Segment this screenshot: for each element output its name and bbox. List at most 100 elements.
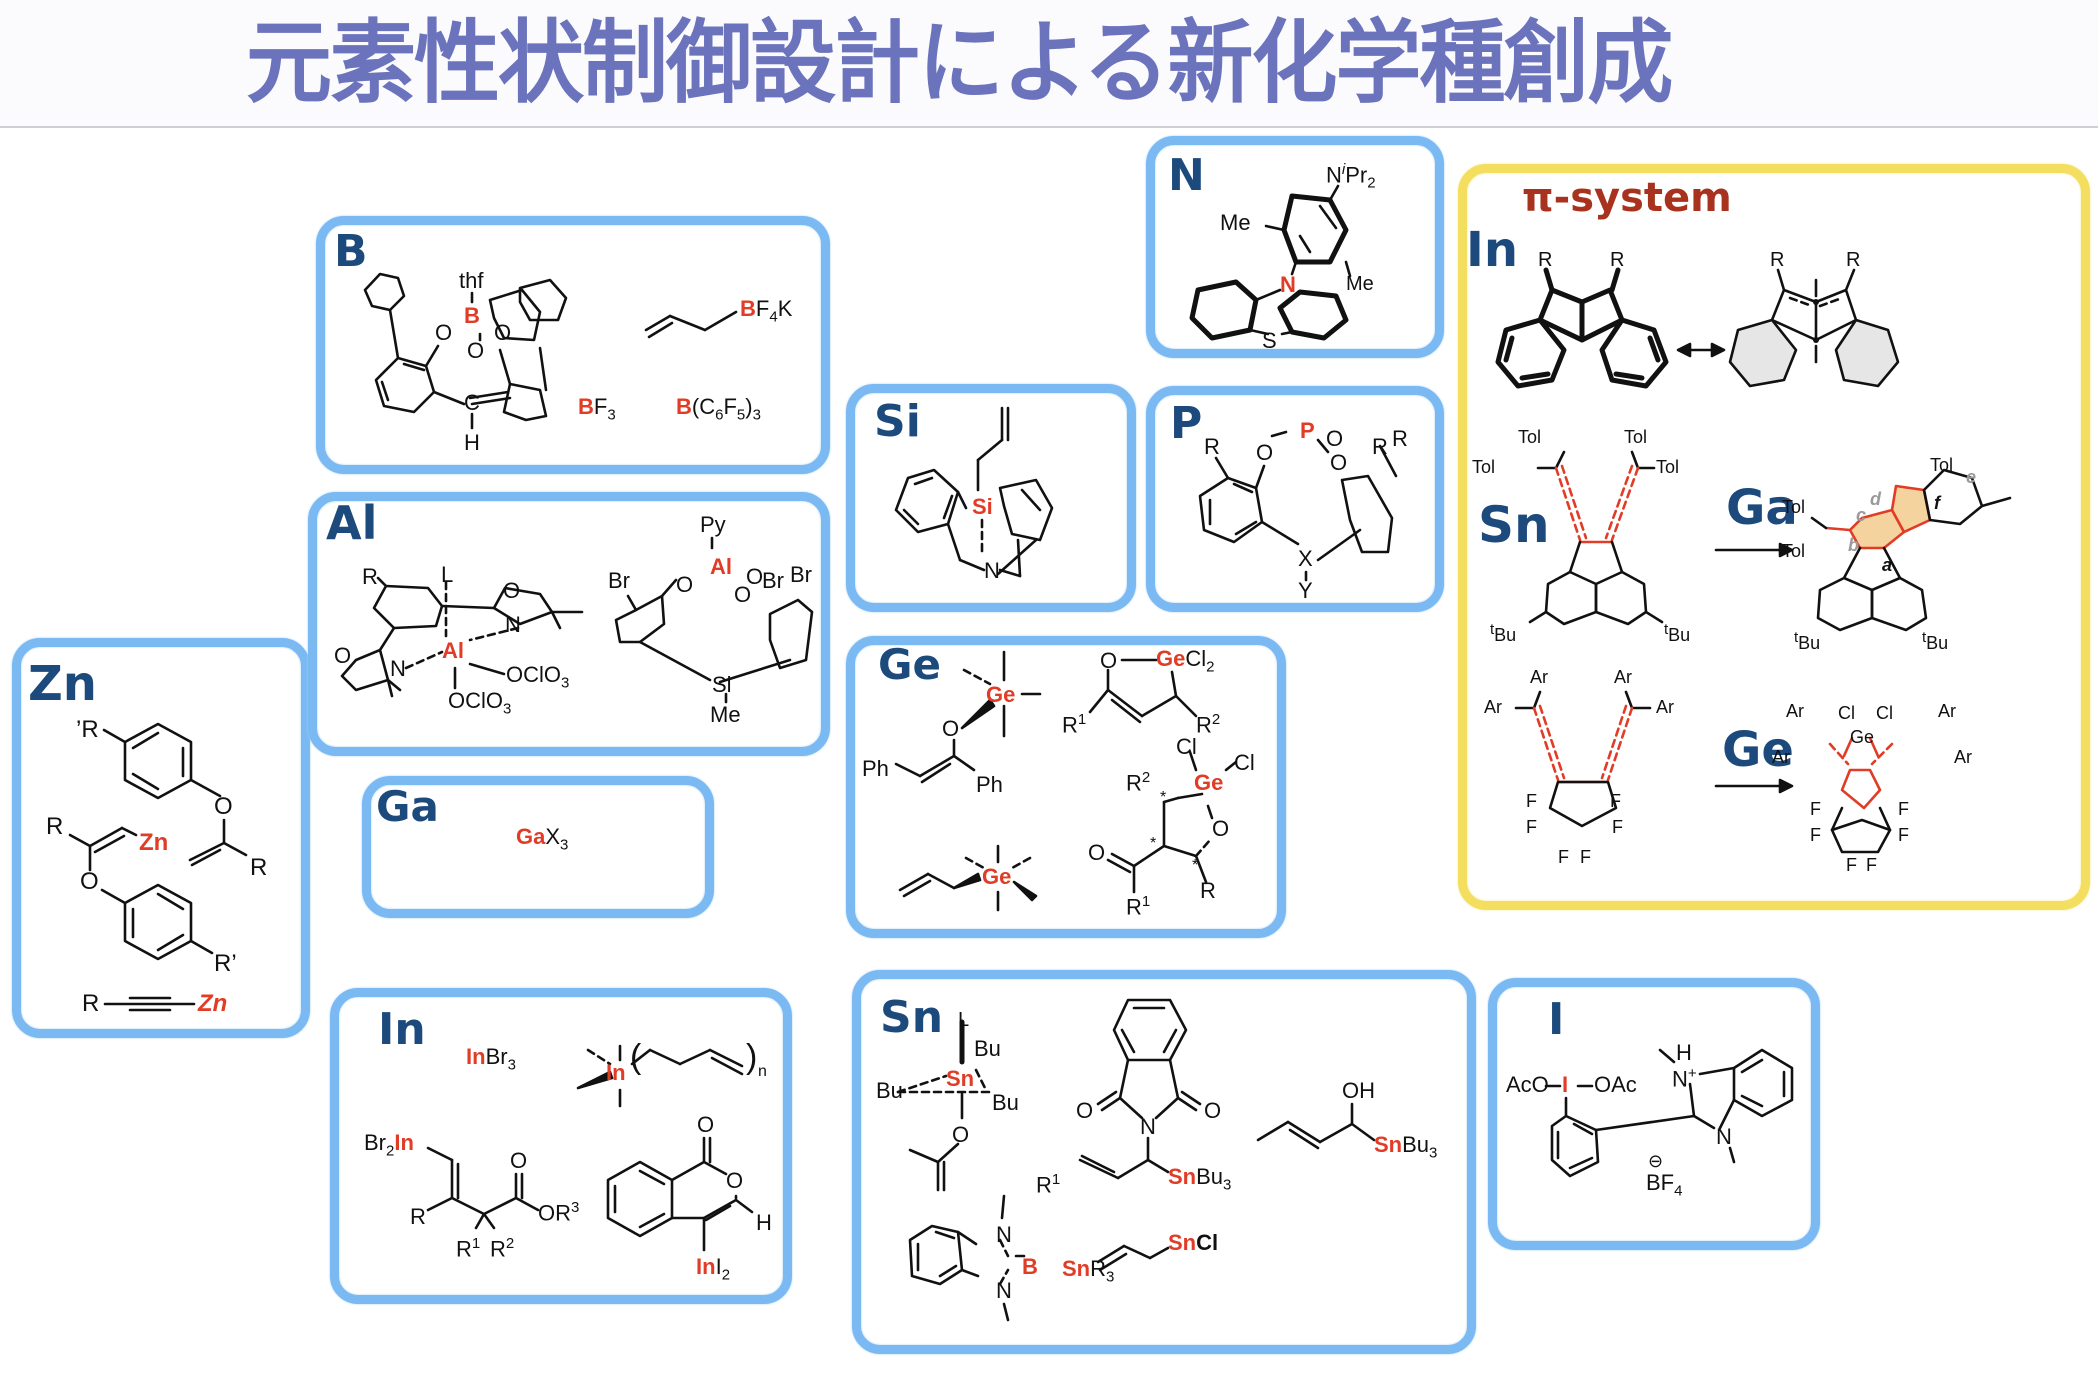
sn-snbu3-a: SnBu3 bbox=[1168, 1164, 1232, 1194]
pi-sn-tol4: Tol bbox=[1656, 457, 1680, 477]
element-label-p: P bbox=[1170, 398, 1203, 449]
in-ini2: InI2 bbox=[696, 1254, 731, 1284]
sn-l: L bbox=[958, 1009, 970, 1031]
pi-germ-ar1: Ar bbox=[1786, 701, 1804, 721]
in-or3: OR3 bbox=[538, 1199, 580, 1226]
element-label-ga: Ga bbox=[376, 782, 439, 831]
pi-germ-ar2: Ar bbox=[1772, 747, 1790, 767]
slide-header: 元素性状制御設計による新化学種創成 bbox=[0, 0, 2098, 128]
dibenzopentalene bbox=[1495, 267, 1669, 389]
p-center-atom: P bbox=[1300, 418, 1315, 443]
zn-r-left: R bbox=[46, 813, 64, 840]
b-o3: O bbox=[467, 338, 485, 363]
pi-germ-cl1: Cl bbox=[1838, 703, 1855, 723]
i-n2: N bbox=[1716, 1124, 1732, 1149]
ge-ph1: Ph bbox=[862, 756, 889, 781]
in-h: H bbox=[756, 1210, 772, 1235]
pi-in-r4: R bbox=[1846, 249, 1861, 271]
b-h: H bbox=[464, 430, 480, 455]
p-x: X bbox=[1298, 546, 1313, 571]
zn-rprime-top: ’R bbox=[76, 716, 99, 743]
ge-o3: O bbox=[1212, 816, 1230, 841]
zn-alkyne-r: R bbox=[82, 990, 100, 1017]
pi-germ-f2: F bbox=[1810, 825, 1821, 845]
pi-ga-tol5: Tol bbox=[1930, 455, 1954, 475]
pi-germ-ar3: Ar bbox=[1938, 701, 1956, 721]
b-bf3: BF3 bbox=[578, 394, 616, 424]
p-r3: R bbox=[1392, 426, 1408, 451]
i-h: H bbox=[1676, 1040, 1692, 1065]
element-label-si: Si bbox=[874, 396, 921, 447]
al2-br2: Br bbox=[762, 568, 784, 593]
sn-n2: N bbox=[996, 1278, 1012, 1303]
pi-ga-tbu4: tBu bbox=[1922, 629, 1949, 653]
al2-o-c: O bbox=[734, 582, 752, 607]
element-label-al: Al bbox=[326, 496, 378, 550]
n-me2: Me bbox=[1346, 273, 1374, 295]
zn-r-right: R bbox=[250, 854, 268, 881]
pi-ge-f3: F bbox=[1610, 791, 1621, 811]
p-o2: O bbox=[1326, 426, 1344, 451]
ge-ge3-atom: Ge bbox=[1194, 770, 1224, 795]
ge-r1a: R1 bbox=[1062, 711, 1087, 738]
pi-ge-f6: F bbox=[1580, 847, 1591, 867]
zn-o-top: O bbox=[214, 793, 233, 820]
sn-n-imide: N bbox=[1140, 1114, 1156, 1139]
sn-o: O bbox=[952, 1122, 970, 1147]
n-center-atom: N bbox=[1280, 272, 1296, 297]
ge-r2b: R2 bbox=[1126, 769, 1151, 796]
zn-rprime-bottom: R’ bbox=[214, 950, 237, 977]
panel-zn bbox=[12, 638, 310, 1038]
panel-ga bbox=[362, 776, 714, 918]
pi-element-label-sn: Sn bbox=[1478, 496, 1550, 554]
pi-germ-f5: F bbox=[1846, 855, 1857, 875]
biradical-form bbox=[1728, 268, 1900, 388]
ge-star2: * bbox=[1150, 835, 1157, 852]
in-br2in: Br2In bbox=[364, 1130, 414, 1160]
i-aco: AcO bbox=[1506, 1072, 1549, 1097]
pi-ring-d: d bbox=[1870, 489, 1881, 509]
ge-r2a: R2 bbox=[1196, 711, 1221, 738]
in-paren-close: ) bbox=[746, 1038, 758, 1076]
ge-r1b: R1 bbox=[1126, 893, 1151, 920]
zn-center-atom: Zn bbox=[139, 829, 169, 856]
i-oac: OAc bbox=[1594, 1072, 1637, 1097]
sn-bu2: Bu bbox=[876, 1078, 903, 1103]
b-o1: O bbox=[435, 320, 453, 345]
al-oclo3-bottom: OClO3 bbox=[448, 688, 512, 718]
ge-cl1: Cl bbox=[1176, 734, 1197, 759]
element-label-zn: Zn bbox=[28, 656, 97, 712]
al-o-right: O bbox=[503, 578, 521, 603]
sn-o-imide2: O bbox=[1204, 1098, 1222, 1123]
pi-ge-ar4: Ar bbox=[1656, 697, 1674, 717]
sn-o-imide1: O bbox=[1076, 1098, 1094, 1123]
element-label-sn: Sn bbox=[880, 992, 944, 1043]
pi-germ-ge: Ge bbox=[1850, 727, 1875, 747]
zn-o-bottom: O bbox=[80, 868, 99, 895]
sn-center-atom: Sn bbox=[946, 1066, 975, 1091]
element-label-n: N bbox=[1168, 150, 1205, 201]
b-c: C bbox=[464, 390, 480, 415]
dibenzopentalene-product bbox=[1810, 468, 2012, 632]
al-r: R bbox=[362, 564, 378, 589]
pi-germ-ar4: Ar bbox=[1954, 747, 1972, 767]
in-n-sub: n bbox=[758, 1063, 767, 1080]
ga-gax3: GaX3 bbox=[516, 824, 569, 854]
acenaphthylene-diallene bbox=[1528, 450, 1664, 626]
al2-o-a: O bbox=[676, 572, 694, 597]
panel-si bbox=[846, 384, 1136, 612]
in-poly-atom: In bbox=[606, 1060, 626, 1085]
al-o-left: O bbox=[334, 643, 352, 668]
al2-br3: Br bbox=[790, 562, 812, 587]
pi-ge-ar1: Ar bbox=[1530, 667, 1548, 687]
in-r1: R1 bbox=[456, 1235, 481, 1262]
sn-sncl: SnCl bbox=[1168, 1230, 1219, 1255]
ge-ge1-atom: Ge bbox=[986, 682, 1016, 707]
pi-reagent-ga: Ga bbox=[1726, 480, 1798, 536]
sn-snbu3-b: SnBu3 bbox=[1374, 1132, 1438, 1162]
n-nipr2: NiPr2 bbox=[1326, 161, 1376, 192]
